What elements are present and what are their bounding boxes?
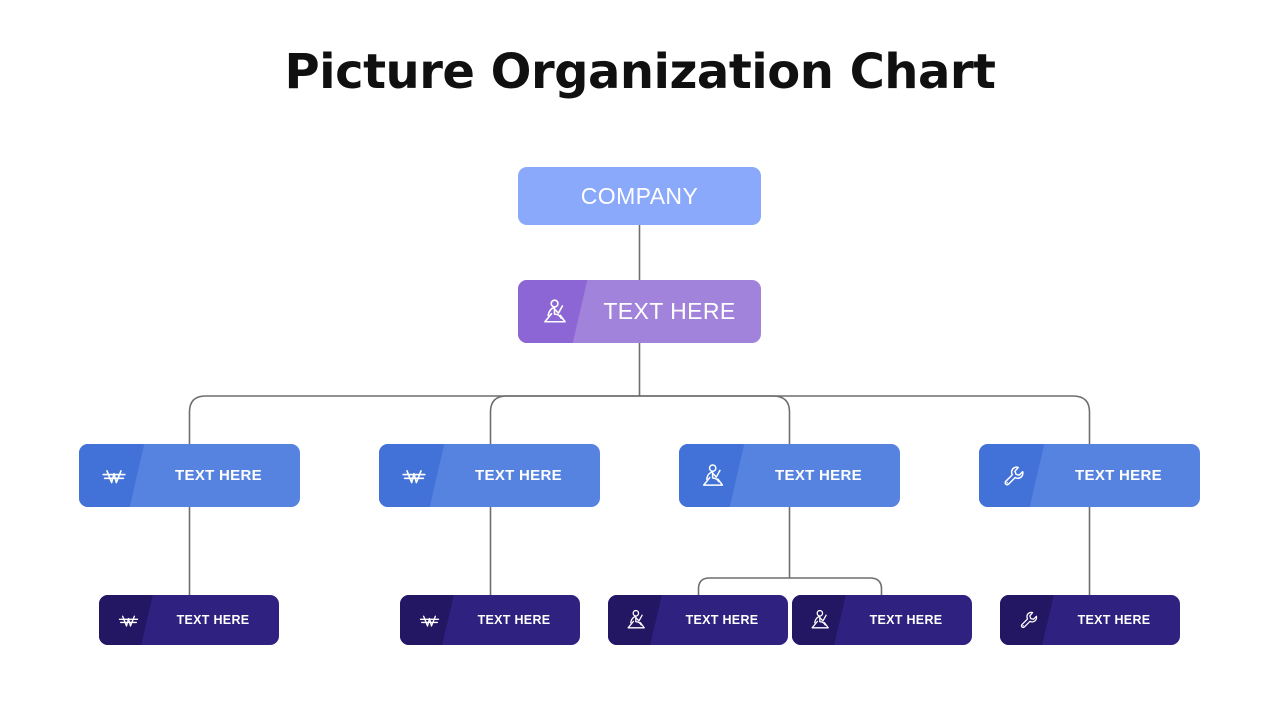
node-company[interactable]: COMPANY (518, 167, 761, 225)
person-presenting-icon (679, 462, 749, 490)
node-level4-2-label: TEXT HERE (477, 613, 551, 627)
node-level4-1-label: TEXT HERE (176, 613, 250, 627)
page-title: Picture Organization Chart (284, 44, 996, 100)
node-level3-4[interactable]: TEXT HERE (979, 444, 1200, 507)
node-level4-1[interactable]: TEXT HERE (99, 595, 279, 645)
waveform-w-icon (379, 461, 449, 491)
node-level4-2[interactable]: TEXT HERE (400, 595, 580, 645)
node-level3-1[interactable]: TEXT HERE (79, 444, 300, 507)
person-presenting-icon (792, 608, 850, 632)
connector-split-lvl4-3-4 (697, 577, 883, 595)
node-level3-3-label: TEXT HERE (775, 467, 862, 484)
waveform-w-icon (79, 461, 149, 491)
node-level4-4[interactable]: TEXT HERE (792, 595, 972, 645)
person-presenting-icon (608, 608, 666, 632)
waveform-w-icon (400, 608, 458, 633)
node-level4-4-label: TEXT HERE (869, 613, 943, 627)
node-level2-label: TEXT HERE (603, 298, 736, 324)
node-level4-3[interactable]: TEXT HERE (608, 595, 788, 645)
node-level2[interactable]: TEXT HERE (518, 280, 761, 343)
waveform-w-icon (99, 608, 157, 633)
node-level3-2[interactable]: TEXT HERE (379, 444, 600, 507)
connector-bus-lvl3-inner (489, 395, 791, 444)
person-presenting-icon (518, 297, 594, 327)
node-level4-5[interactable]: TEXT HERE (1000, 595, 1180, 645)
connector-bus-lvl3 (188, 395, 1091, 444)
node-level4-3-label: TEXT HERE (685, 613, 759, 627)
node-level3-2-label: TEXT HERE (475, 467, 562, 484)
node-level3-1-label: TEXT HERE (175, 467, 262, 484)
wrench-icon (1000, 608, 1058, 632)
wrench-icon (979, 462, 1049, 490)
node-level3-4-label: TEXT HERE (1075, 467, 1162, 484)
node-level3-3[interactable]: TEXT HERE (679, 444, 900, 507)
node-company-label: COMPANY (580, 182, 699, 209)
node-level4-5-label: TEXT HERE (1077, 613, 1151, 627)
